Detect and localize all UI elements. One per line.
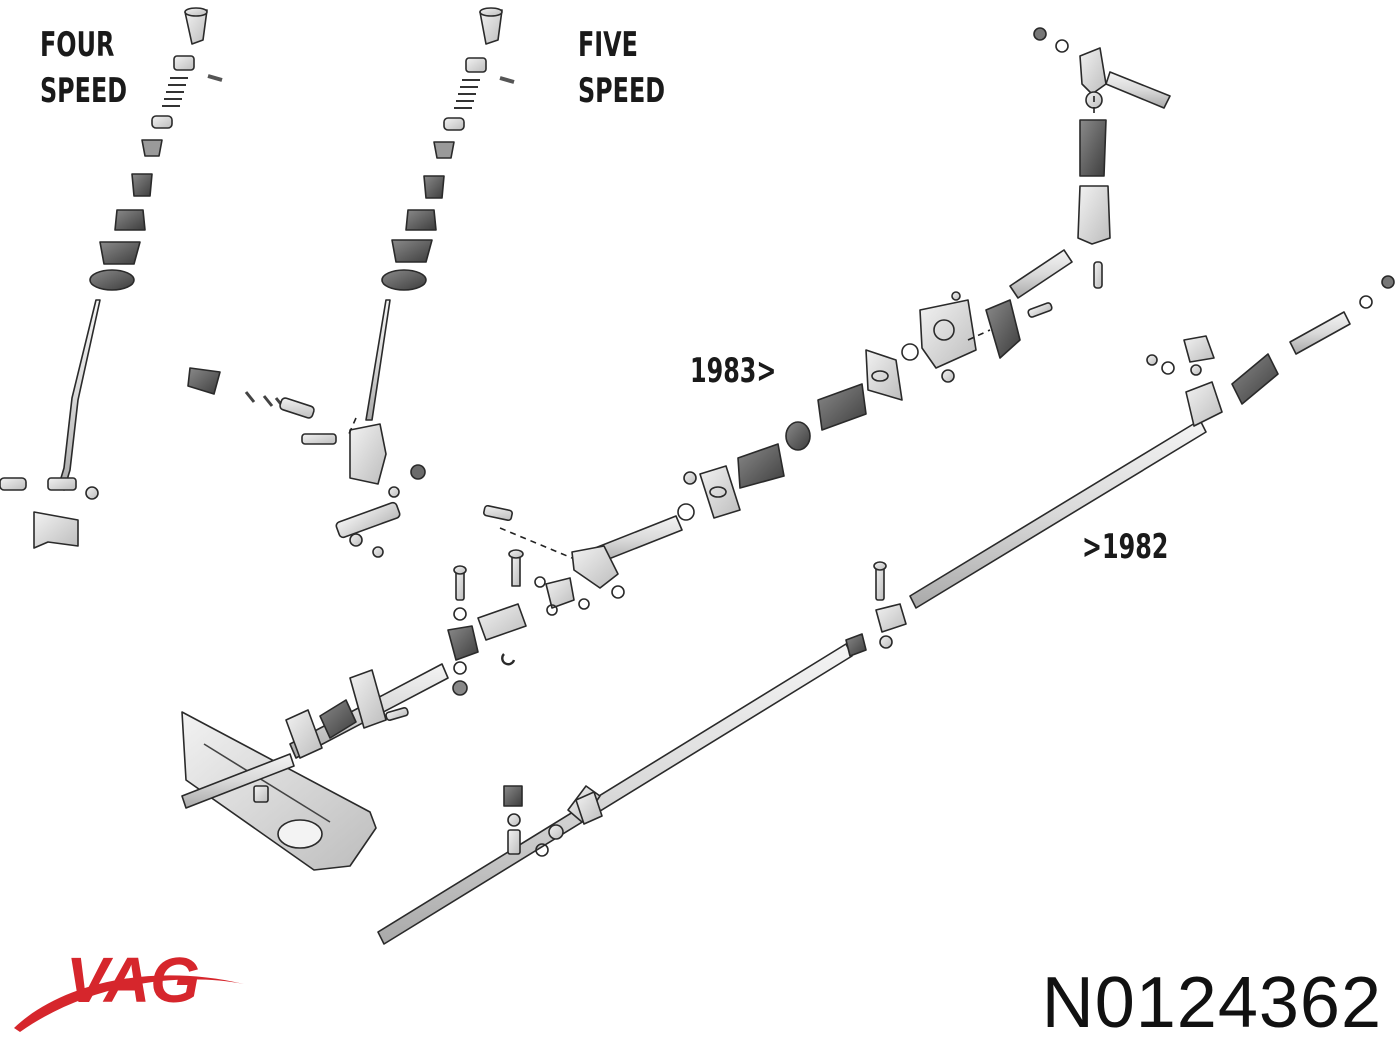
five-speed-label: FIVE SPEED: [578, 22, 665, 114]
five-speed-lever-assembly: [187, 7, 515, 558]
guide-lines: [347, 96, 1095, 559]
lower-linkage-1982: [377, 275, 1395, 945]
from-1983-label: 1983>: [690, 351, 777, 391]
vag-logo-text: VAG: [66, 944, 200, 1016]
vag-logo: VAG: [14, 944, 244, 1032]
four-speed-lever-assembly: [0, 7, 223, 549]
until-1982-label: >1982: [1082, 527, 1169, 567]
four-speed-label-line1: FOUR: [40, 25, 115, 65]
four-speed-label: FOUR SPEED: [40, 22, 127, 114]
five-speed-label-line1: FIVE: [578, 25, 638, 65]
front-shift-bracket: [181, 663, 449, 871]
upper-linkage-1983: [571, 27, 1171, 599]
part-number: N0124362: [1041, 963, 1382, 1043]
four-speed-label-line2: SPEED: [40, 71, 128, 111]
five-speed-label-line2: SPEED: [578, 71, 666, 111]
coupling-cluster: [447, 504, 590, 696]
